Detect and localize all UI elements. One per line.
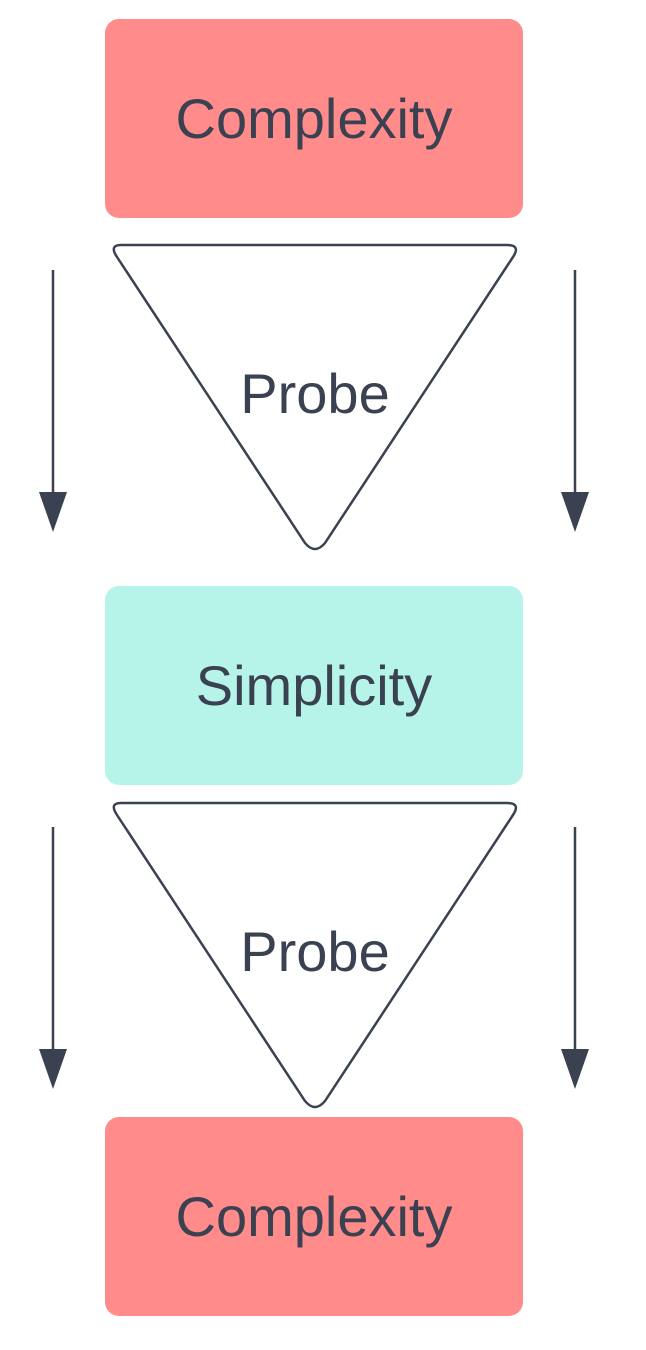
complexity-box-bottom: Complexity	[105, 1117, 523, 1316]
down-arrow-icon	[37, 827, 69, 1091]
simplicity-label: Simplicity	[195, 654, 433, 717]
probe-funnel-2: Probe	[109, 801, 521, 1111]
probe-funnel-1: Probe	[109, 243, 521, 553]
funnel-triangle-icon	[112, 243, 518, 551]
simplicity-box: Simplicity	[105, 586, 523, 785]
complexity-label-top: Complexity	[175, 87, 453, 150]
down-arrow-icon	[37, 270, 69, 534]
probe-label-2: Probe	[240, 920, 390, 983]
down-arrow-icon	[559, 270, 591, 534]
down-arrow-icon	[559, 827, 591, 1091]
complexity-box-top: Complexity	[105, 19, 523, 218]
funnel-triangle-icon	[112, 801, 518, 1109]
complexity-label-bottom: Complexity	[175, 1185, 453, 1248]
probe-label-1: Probe	[240, 362, 390, 425]
